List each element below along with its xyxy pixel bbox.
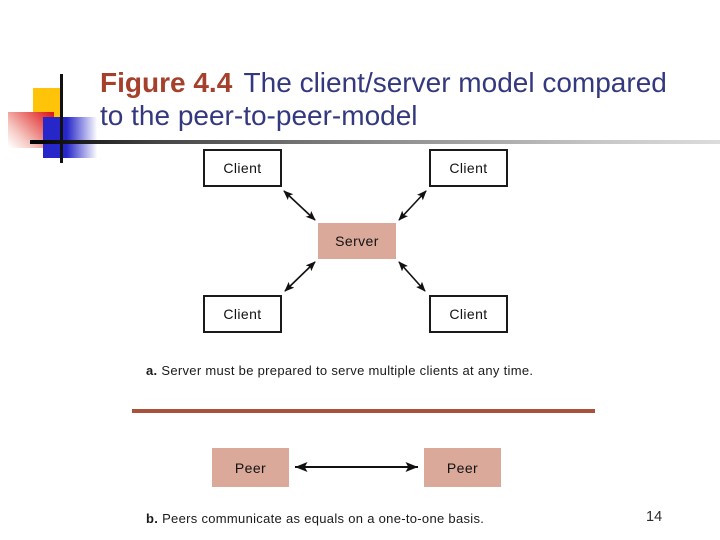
- client-box-label: Client: [223, 160, 262, 176]
- arrow-client-topright-server: [398, 190, 427, 221]
- slide-title: Figure 4.4 The client/server model compa…: [100, 66, 680, 132]
- client-box-label: Client: [449, 160, 488, 176]
- caption-a-text: Server must be prepared to serve multipl…: [161, 363, 534, 378]
- peer-box-right: Peer: [424, 448, 501, 487]
- client-box-bottom-right: Client: [429, 295, 508, 333]
- arrow-client-bottomleft-server: [284, 261, 316, 292]
- server-box-label: Server: [335, 233, 379, 249]
- peer-box-label: Peer: [234, 459, 267, 476]
- decoration-blue-square: [43, 117, 99, 158]
- caption-b: b. Peers communicate as equals on a one-…: [146, 511, 484, 526]
- arrow-client-bottomright-server: [398, 261, 426, 292]
- arrow-client-topleft-server: [283, 190, 316, 221]
- page-number: 14: [646, 509, 663, 525]
- caption-a: a. Server must be prepared to serve mult…: [146, 363, 533, 378]
- peer-box-label: Peer: [446, 459, 479, 476]
- title-underline: [30, 140, 720, 144]
- caption-b-label: b.: [146, 511, 159, 526]
- caption-b-text: Peers communicate as equals on a one-to-…: [162, 511, 485, 526]
- title-text: The client/server model compared to the …: [100, 67, 667, 131]
- client-box-label: Client: [449, 306, 488, 322]
- client-box-label: Client: [223, 306, 262, 322]
- caption-a-label: a.: [146, 363, 158, 378]
- client-box-top-right: Client: [429, 149, 508, 187]
- figure-number-label: Figure 4.4: [100, 67, 233, 98]
- server-box: Server: [318, 223, 396, 259]
- decoration-vertical-line: [60, 74, 63, 163]
- client-box-bottom-left: Client: [203, 295, 282, 333]
- peer-box-left: Peer: [212, 448, 289, 487]
- client-box-top-left: Client: [203, 149, 282, 187]
- section-divider-line: [132, 409, 595, 413]
